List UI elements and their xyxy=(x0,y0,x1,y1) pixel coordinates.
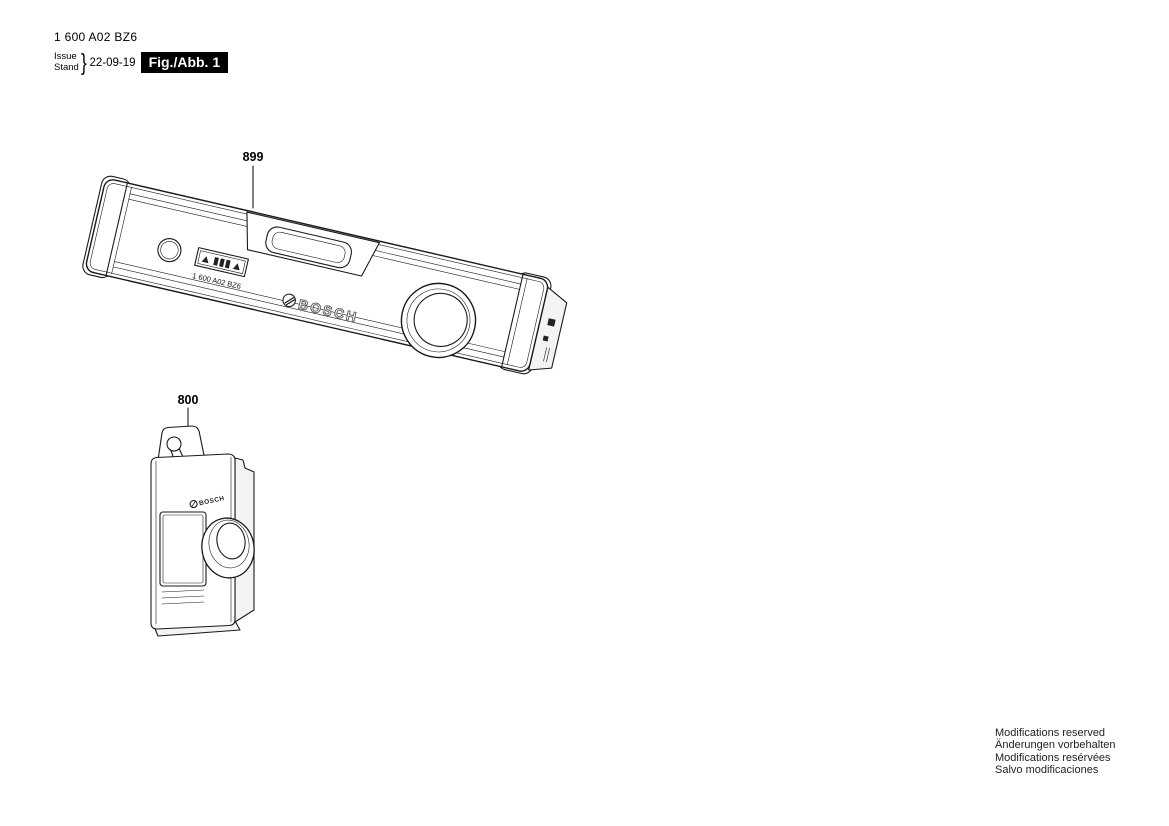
modifications-note: Modifications reserved Änderungen vorbeh… xyxy=(995,727,1115,777)
level-end-details xyxy=(542,318,556,363)
brace-glyph: } xyxy=(80,49,87,75)
keyhole-hole xyxy=(166,436,182,452)
stand-label: Stand xyxy=(54,61,79,73)
level-small-hole xyxy=(157,238,182,263)
part-ref-800: 800 xyxy=(177,393,199,407)
level-cap-separators xyxy=(105,183,528,367)
footer-line-en: Modifications reserved xyxy=(995,727,1106,739)
level-body xyxy=(85,179,549,372)
part-ref-899: 899 xyxy=(242,150,264,164)
scale-arrow-right xyxy=(232,263,240,271)
level-drawing: 1 600 A02 BZ6 BOSCH xyxy=(82,175,568,375)
issue-row: Issue Stand } 22-09-19 Fig./Abb. 1 xyxy=(54,49,229,76)
issue-label: Issue xyxy=(54,51,77,63)
level-large-vial-window xyxy=(400,282,477,359)
bracket-ribs xyxy=(161,589,205,605)
scale-arrow-left xyxy=(201,256,209,264)
figure-label-badge: Fig./Abb. 1 xyxy=(140,52,229,73)
bracket-large-hole xyxy=(201,517,255,579)
level-scale-plate xyxy=(194,247,249,278)
footer-line-es: Salvo modificaciones xyxy=(995,764,1099,777)
issue-date: 22-09-19 xyxy=(89,56,136,69)
bracket-front-window xyxy=(159,511,207,587)
document-part-number: 1 600 A02 BZ6 xyxy=(54,30,138,44)
bracket-drawing: BOSCH xyxy=(150,425,255,637)
footer-line-fr: Modifications resérvées xyxy=(995,751,1111,764)
bracket-mount-tab xyxy=(157,425,206,461)
footer-line-de: Änderungen vorbehalten xyxy=(995,739,1116,752)
issue-stand-labels: Issue Stand xyxy=(54,51,79,73)
level-top-vial-window xyxy=(246,211,381,277)
title-block: 1 600 A02 BZ6 Issue Stand } 22-09-19 Fig… xyxy=(54,30,229,76)
